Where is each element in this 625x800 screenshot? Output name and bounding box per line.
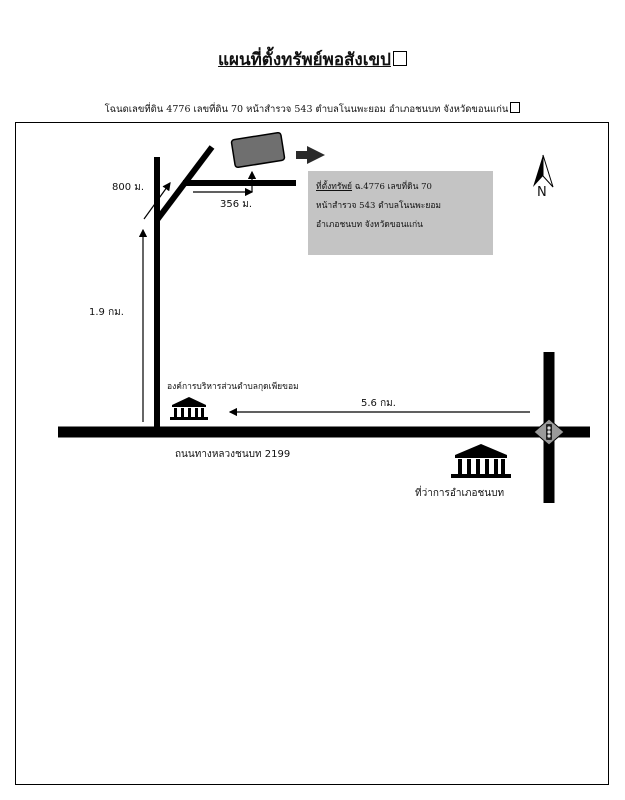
property-pointer-arrow — [296, 146, 325, 164]
highway-label: ถนนทางหลวงชนบท 2199 — [175, 449, 291, 460]
district-office-icon — [451, 444, 511, 478]
property-heading: ที่ตั้งทรัพย์ — [316, 182, 353, 192]
map-title: แผนที่ตั้งทรัพย์พอสังเขป — [0, 46, 625, 73]
arrow-800m — [143, 182, 171, 220]
traffic-light-icon — [533, 418, 565, 446]
property-parcel — [230, 131, 286, 169]
distance-label-356m: 356 ม. — [220, 199, 253, 210]
property-line-1: ที่ตั้งทรัพย์ ฉ.4776 เลขที่ดิน 70 — [316, 178, 485, 197]
sao-label: องค์การบริหารส่วนตำบลกุดเพียขอม — [167, 382, 299, 392]
subtitle-box-glyph — [510, 102, 521, 113]
north-arrow-icon — [533, 154, 554, 188]
map-subtitle: โฉนดเลขที่ดิน 4776 เลขที่ดิน 70 หน้าสำรว… — [0, 102, 625, 117]
distance-label-5-6km: 5.6 กม. — [361, 398, 396, 409]
property-line-2: หน้าสำรวจ 543 ตำบลโนนพะยอม — [316, 201, 442, 211]
title-box-glyph — [392, 51, 407, 66]
property-line-3: อำเภอชนบท จังหวัดขอนแก่น — [316, 220, 423, 230]
distance-label-800m: 800 ม. — [112, 182, 145, 193]
district-office-label: ที่ว่าการอำเภอชนบท — [415, 488, 505, 499]
sao-building-icon — [170, 397, 208, 420]
property-info-box: ที่ตั้งทรัพย์ ฉ.4776 เลขที่ดิน 70 หน้าสำ… — [308, 171, 493, 255]
north-label: N — [537, 185, 547, 200]
property-deed: ฉ.4776 เลขที่ดิน 70 — [352, 182, 432, 192]
distance-label-1-9km: 1.9 กม. — [89, 307, 124, 318]
map-frame — [15, 122, 609, 785]
